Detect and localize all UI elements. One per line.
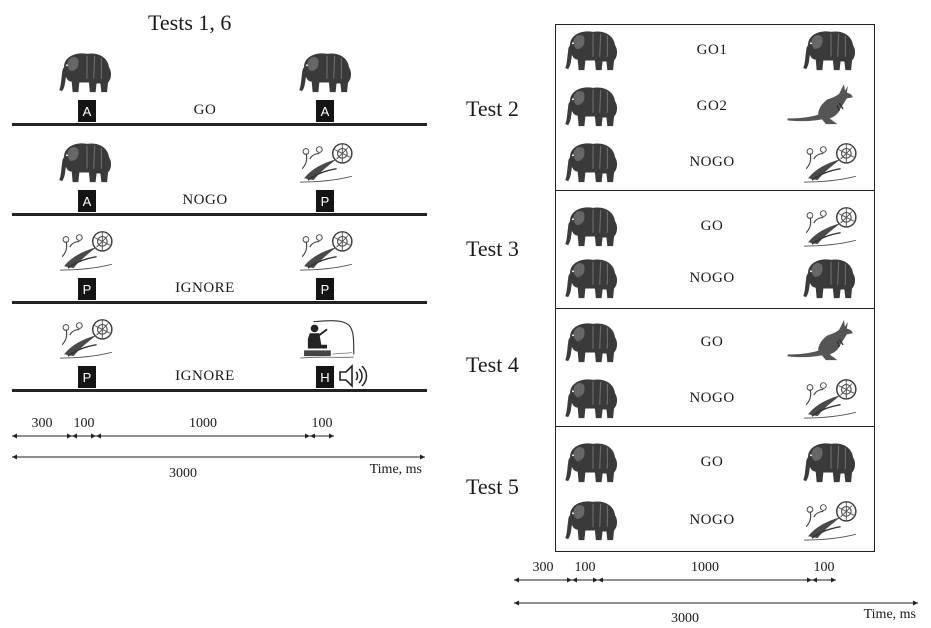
arrow-head-icon [598,577,603,583]
timeline-segment-label: 300 [533,560,554,575]
test-label: Test 2 [466,96,519,121]
arrow-head-icon [420,454,425,460]
test-label: Test 4 [466,352,519,377]
condition-label: GO2 [696,98,728,114]
stimulus-letter-badge: P [316,190,334,212]
stimulus-letter-badge: P [78,278,96,300]
arrow-head-icon [310,433,315,439]
timeline-segment-label: 100 [312,416,333,431]
arrow-head-icon [72,433,77,439]
condition-label: NOGO [182,192,228,208]
timeline-axis-label: Time, ms [370,462,422,477]
condition-label: IGNORE [175,280,235,296]
arrow-head-icon [96,433,101,439]
arrow-head-icon [12,433,17,439]
condition-label: GO [193,102,217,118]
condition-label: NOGO [689,390,735,406]
timeline-segment-label: 100 [814,560,835,575]
arrow-head-icon [567,577,572,583]
arrow-head-icon [329,433,334,439]
stimulus-letter-badge: A [316,100,334,122]
arrow-head-icon [12,454,17,460]
test-divider [555,190,875,192]
stimulus-letter-badge: A [78,100,96,122]
arrow-head-icon [593,577,598,583]
stimulus-letter-badge: P [78,366,96,388]
arrow-head-icon [913,600,918,606]
condition-label: GO [700,334,724,350]
condition-label: IGNORE [175,368,235,384]
condition-label: NOGO [689,270,735,286]
timeline-segment-label: 300 [32,416,53,431]
arrow-head-icon [572,577,577,583]
arrow-head-icon [807,577,812,583]
row-baseline [12,389,427,392]
row-baseline [12,123,427,126]
arrow-head-icon [812,577,817,583]
row-baseline [12,301,427,304]
arrow-head-icon [67,433,72,439]
arrow-head-icon [305,433,310,439]
arrow-head-icon [831,577,836,583]
condition-label: NOGO [689,154,735,170]
test-divider [555,308,875,310]
condition-label: GO1 [696,42,728,58]
timeline-segment-label: 1000 [691,560,719,575]
stimulus-letter-badge: H [316,366,334,388]
stimulus-letter-badge: A [78,190,96,212]
stimulus-letter-badge: P [316,278,334,300]
row-baseline [12,213,427,216]
arrow-head-icon [514,600,519,606]
timeline-segment-label: 100 [575,560,596,575]
right-panel-frame [555,24,875,552]
arrow-head-icon [91,433,96,439]
left-panel-title: Tests 1, 6 [148,10,232,35]
condition-label: GO [700,218,724,234]
timeline-total-label: 3000 [169,466,197,481]
test-label: Test 5 [466,474,519,499]
timeline-segment-label: 100 [74,416,95,431]
timeline-axis-label: Time, ms [864,607,916,622]
arrow-head-icon [514,577,519,583]
test-label: Test 3 [466,236,519,261]
condition-label: GO [700,454,724,470]
condition-label: NOGO [689,512,735,528]
timeline-total-label: 3000 [671,611,699,626]
test-divider [555,426,875,428]
timeline-segment-label: 1000 [189,416,217,431]
